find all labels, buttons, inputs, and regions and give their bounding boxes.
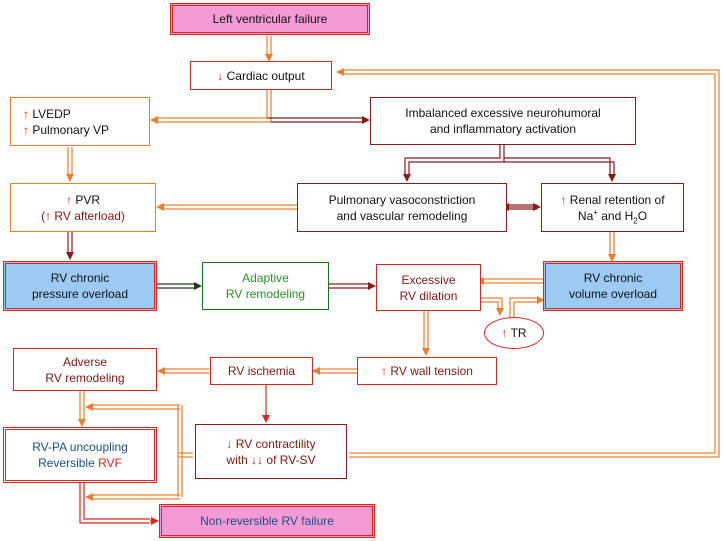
arrow-adverse-to-uncoupling (78, 391, 86, 427)
node-rv-dilation: Excessive RV dilation (376, 264, 481, 311)
arrow-uncoupling-to-nonreversible (79, 483, 159, 525)
up-arrow-icon: ↑ (501, 326, 508, 340)
arrow-output-to-lvedp (150, 90, 272, 124)
node-rv-pa-uncoupling: RV-PA uncoupling Reversible RVF (3, 427, 157, 483)
node-non-reversible-rv-failure: Non-reversible RV failure (159, 504, 375, 538)
arrow-contractility-to-uncoupling (85, 403, 193, 501)
node-label-line1: LVEDP (32, 106, 71, 121)
node-rv-ischemia: RV ischemia (210, 357, 313, 385)
node-label-line1: RV chronic (50, 271, 110, 285)
node-label-line2: and vascular remodeling (336, 208, 468, 223)
node-label-line2: RV remodeling (45, 370, 125, 385)
node-pvr: ↑ PVR (↑ RV afterload) (10, 183, 156, 232)
arrow-lvedp-to-pvr (66, 147, 74, 182)
arrow-renal-to-volume (608, 232, 616, 262)
node-label-line1: Imbalanced excessive neurohumoral (405, 106, 601, 120)
node-label: Cardiac output (226, 68, 305, 83)
node-rv-pressure-overload: RV chronic pressure overload (3, 261, 157, 311)
node-label-line2: (↑ RV afterload) (41, 208, 125, 223)
node-label-line1: RV-PA uncoupling (32, 440, 128, 454)
node-pulmonary-vasoconstriction: Pulmonary vasoconstriction and vascular … (297, 183, 507, 232)
node-label-line1: Excessive (401, 272, 456, 287)
up-arrow-icon: ↑ (23, 122, 29, 137)
node-label-line2: Pulmonary VP (32, 122, 110, 137)
arrow-volume-to-dilation (476, 277, 543, 285)
node-label-line2: and inflammatory activation (429, 122, 577, 136)
arrow-dilation-to-walltension (422, 311, 430, 356)
node-label-line2: with ↓↓ of RV-SV (226, 452, 316, 467)
node-label: RV wall tension (390, 364, 473, 378)
node-neurohumoral-activation: Imbalanced excessive neurohumoral and in… (370, 97, 636, 145)
arrow-adaptive-to-dilation (329, 282, 376, 290)
arrow-neurohumoral-split (403, 145, 616, 182)
down-arrow-icon: ↓ (226, 436, 233, 451)
node-rv-contractility: ↓ RV contractility with ↓↓ of RV-SV (195, 424, 347, 479)
node-tricuspid-regurgitation: ↑ TR (484, 317, 544, 349)
up-arrow-icon: ↑ (560, 192, 567, 207)
arrow-pressure-to-adaptive (157, 282, 202, 290)
arrow-pvr-to-pressure (66, 232, 74, 260)
node-label-line2a: Reversible (38, 456, 99, 470)
arrow-dilation-to-tr (481, 297, 504, 316)
node-renal-retention: ↑ Renal retention of Na+ and H2O (541, 183, 684, 232)
arrow-tr-to-volume (509, 296, 545, 318)
node-label-line1: RV contractility (235, 436, 316, 451)
down-arrow-icon: ↓ (217, 68, 224, 83)
arrow-walltension-to-ischemia (312, 367, 357, 375)
up-arrow-icon: ↑ (381, 364, 388, 378)
node-label: Left ventricular failure (212, 12, 328, 26)
node-rv-volume-overload: RV chronic volume overload (543, 261, 683, 311)
node-left-ventricular-failure: Left ventricular failure (170, 3, 370, 35)
node-label: RV ischemia (227, 364, 296, 378)
node-adaptive-remodeling: Adaptive RV remodeling (202, 262, 329, 310)
node-label-line1: RV chronic (583, 271, 643, 285)
node-label: TR (510, 326, 527, 340)
node-label: Non-reversible RV failure (200, 514, 334, 528)
node-adverse-remodeling: Adverse RV remodeling (13, 348, 157, 391)
node-cardiac-output: ↓ Cardiac output (190, 61, 332, 90)
node-label-line2: volume overload (568, 287, 658, 301)
arrow-lvfailure-to-output (265, 36, 273, 62)
node-label-line2: RV dilation (399, 288, 458, 303)
up-arrow-icon: ↑ (23, 106, 29, 121)
node-label-line2: RV remodeling (225, 287, 306, 301)
arrow-vaso-to-pvr (156, 203, 297, 211)
arrow-ischemia-to-adverse (157, 367, 209, 375)
node-label-line1: Adverse (62, 354, 108, 369)
node-label-line1: Renal retention of (569, 192, 665, 207)
arrow-output-to-neurohumoral (267, 116, 370, 124)
up-arrow-icon: ↑ (65, 192, 72, 207)
node-label-line1: Pulmonary vasoconstriction (328, 192, 476, 207)
node-label-line1: PVR (75, 192, 101, 207)
node-label-line1: Adaptive (242, 271, 289, 285)
arrow-vaso-renal-bidirectional (501, 203, 541, 211)
node-rv-wall-tension: ↑ RV wall tension (357, 357, 497, 385)
node-lvedp: ↑ LVEDP ↑ Pulmonary VP (10, 97, 150, 146)
arrow-feedback-to-output (336, 68, 720, 458)
node-label-line2b: RVF (98, 456, 122, 470)
node-label-line2: pressure overload (31, 287, 129, 301)
